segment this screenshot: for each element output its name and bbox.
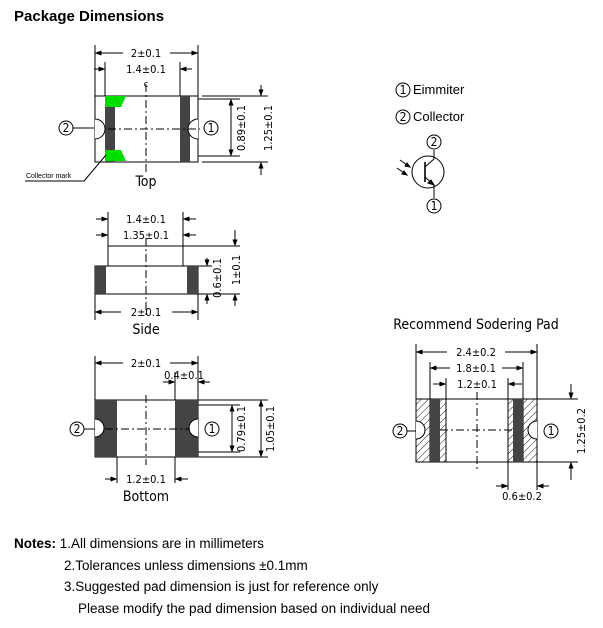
- note-text-2: 2.Tolerances unless dimensions ±0.1mm: [64, 557, 308, 573]
- pad-width-label: 0.6±0.2: [502, 490, 542, 503]
- pad-h-label: 1.25±0.2: [575, 408, 588, 454]
- side-caption: Side: [132, 322, 159, 338]
- top-mark-label: c: [144, 80, 148, 90]
- side-top-width-label: 1.4±0.1: [126, 213, 166, 226]
- bottom-gap-label: 1.2±0.1: [126, 473, 166, 486]
- note-text-3: 3.Suggested pad dimension is just for re…: [64, 579, 379, 594]
- note-text-1: 1.All dimensions are in millimeters: [59, 536, 264, 551]
- top-width-label: 2±0.1: [131, 47, 161, 60]
- notes: Notes: 1.All dimensions are in millimete…: [14, 533, 430, 619]
- top-height-label: 1.25±0.1: [262, 105, 275, 151]
- top-height-inner-label: 0.89±0.1: [235, 105, 248, 151]
- side-top-width2-label: 1.35±0.1: [123, 229, 169, 242]
- bottom-pin-2: 2: [74, 422, 81, 436]
- bottom-inner-height-label: 0.79±0.1: [235, 406, 248, 452]
- pad-w3-label: 1.2±0.1: [457, 378, 497, 391]
- bottom-caption: Bottom: [123, 489, 169, 505]
- pad-view: [392, 344, 578, 490]
- legend-pin-1-number: 1: [400, 83, 407, 97]
- notes-label: Notes:: [14, 536, 57, 551]
- legend-pin-1-label: Eimmiter: [413, 82, 465, 97]
- legend-pin-2-label: Collector: [413, 109, 465, 124]
- pad-pin-2: 2: [397, 424, 404, 438]
- side-h1-label: 0.6±0.1: [211, 258, 224, 298]
- symbol-pin-top: 2: [431, 135, 438, 149]
- collector-mark-label: Collector mark: [26, 173, 72, 180]
- bottom-width-label: 2±0.1: [131, 357, 161, 370]
- side-h2-label: 1±0.1: [230, 255, 243, 285]
- note-line-2: 2.Tolerances unless dimensions ±0.1mm: [14, 555, 430, 577]
- pin-legend: [395, 82, 411, 125]
- side-width-label: 2±0.1: [131, 306, 161, 319]
- bottom-height-label: 1.05±0.1: [264, 406, 277, 452]
- pad-title: Recommend Sodering Pad: [393, 317, 559, 333]
- note-line-1: Notes: 1.All dimensions are in millimete…: [14, 533, 430, 555]
- bottom-pin-1: 1: [209, 422, 216, 436]
- phototransistor-symbol: [396, 134, 445, 214]
- top-pin-1: 1: [208, 121, 215, 135]
- note-line-3: 3.Suggested pad dimension is just for re…: [14, 576, 430, 598]
- note-line-4: Please modify the pad dimension based on…: [14, 598, 430, 620]
- side-view: [94, 212, 240, 320]
- top-caption: Top: [134, 174, 156, 190]
- pad-pin-1: 1: [548, 424, 555, 438]
- top-pin-2: 2: [63, 121, 70, 135]
- bottom-pad-label: 0.4±0.1: [164, 369, 204, 382]
- bottom-view: [69, 356, 268, 483]
- pad-w1-label: 2.4±0.2: [456, 346, 496, 359]
- page-title: Package Dimensions: [14, 8, 164, 25]
- symbol-pin-bottom: 1: [431, 199, 438, 213]
- top-view: [25, 45, 268, 182]
- legend-pin-2-number: 2: [400, 110, 407, 124]
- note-text-4: Please modify the pad dimension based on…: [78, 600, 430, 616]
- pad-w2-label: 1.8±0.1: [456, 362, 496, 375]
- top-inner-label: 1.4±0.1: [126, 63, 166, 76]
